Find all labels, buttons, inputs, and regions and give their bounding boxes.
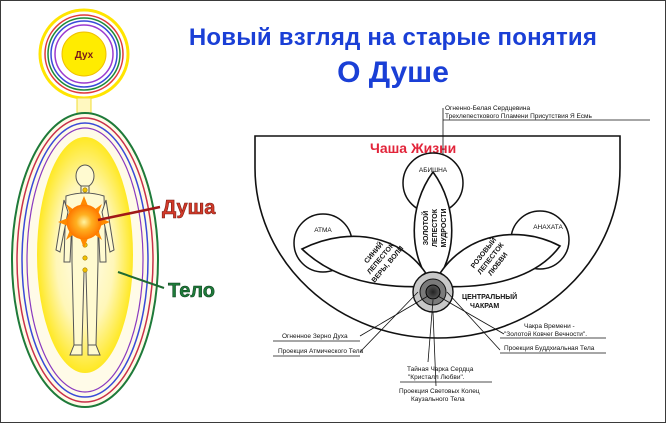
spirit-ring-blue — [50, 20, 118, 88]
spirit-core — [61, 31, 107, 77]
leader-lines — [273, 291, 606, 387]
soul-label: Душа — [162, 197, 216, 219]
top-callout-line-1: Огненно-Белая Сердцевина — [445, 105, 530, 112]
label-fire-seed: Огненное Зерно Духа — [282, 333, 348, 340]
petal-gold-text: ЗОЛОТОЙ ЛЕПЕСТОК МУДРОСТИ — [421, 208, 448, 247]
title-line-1: Новый взгляд на старые понятия — [188, 24, 598, 51]
central-chakra-line-2: ЧАКРАМ — [470, 303, 499, 310]
body-figure-group: Дух — [11, 8, 217, 408]
central-chakra-line-1: ЦЕНТРАЛЬНЫЙ — [462, 292, 517, 301]
label-atmic: Проекция Атмического Тела — [278, 348, 364, 355]
atma-label: АТМА — [314, 227, 332, 234]
petal-gold-line-2: ЛЕПЕСТОК — [432, 208, 439, 247]
spirit-label: Дух — [75, 50, 94, 61]
label-causal-2: Каузального Тела — [411, 396, 465, 403]
label-time-chakra-1: Чакра Времени - — [524, 323, 575, 330]
label-buddhic: Проекция Буддхиальная Тела — [504, 345, 595, 352]
petal-gold-line-1: ЗОЛОТОЙ — [421, 211, 430, 246]
body-pointer-line — [117, 271, 165, 289]
petal-gold-line-3: МУДРОСТИ — [441, 208, 448, 247]
spirit-ring-red — [44, 14, 124, 94]
aura-violet — [26, 127, 144, 393]
chalice-diagram: Чаша Жизни Огненно-Белая Сердцевина Трех… — [254, 105, 650, 403]
label-time-chakra-2: "Золотой Ковчег Вечности". — [504, 330, 587, 338]
body-label: Тело — [168, 280, 215, 302]
label-secret-chakra-2: "Кристалл Любви". — [408, 373, 465, 381]
aura-red — [16, 117, 154, 403]
abishna-label: АБИШНА — [419, 167, 448, 174]
spirit-ring-green — [47, 17, 121, 91]
heart-sun-icon — [58, 196, 110, 248]
anahata-label: АНАХАТА — [533, 224, 563, 231]
label-secret-chakra-1: Тайная Чарка Сердца — [407, 365, 474, 373]
aura-blue — [21, 122, 149, 398]
central-chakra-core — [425, 284, 441, 300]
spirit-ring-violet — [54, 24, 114, 84]
soul-pointer-line — [97, 205, 161, 222]
top-callout-line-2: Трехлепесткового Пламени Присутствия Я Е… — [445, 113, 593, 120]
chalice-title: Чаша Жизни — [370, 140, 456, 156]
title-line-2: О Душе — [337, 56, 449, 89]
label-causal-1: Проекция Световых Колец — [399, 388, 480, 395]
